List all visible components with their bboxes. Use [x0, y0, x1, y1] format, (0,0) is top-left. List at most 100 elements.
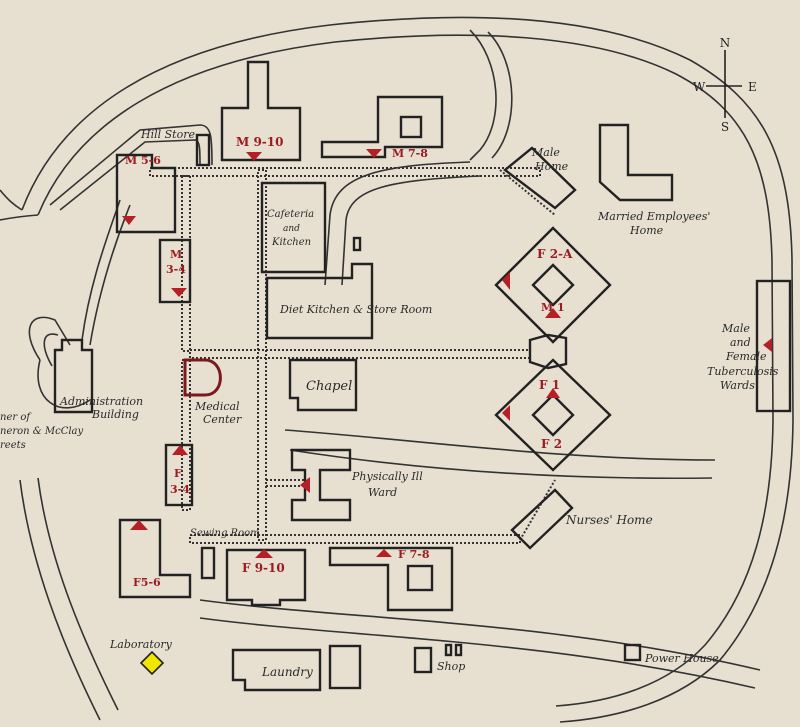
compass-rose: N S E W — [693, 36, 757, 134]
ward-label-m34-line1: M — [170, 248, 182, 261]
marker-f34 — [172, 445, 188, 455]
label-medical-2: Center — [203, 413, 242, 426]
label-tb-2: and — [730, 336, 751, 349]
power-house-building — [623, 643, 642, 662]
ward-label-f1: F 1 — [539, 378, 560, 392]
ward-label-f910: F 9-10 — [242, 561, 285, 575]
ward-f78-building — [328, 546, 454, 612]
marker-physically-ill — [300, 477, 310, 493]
ward-f910-building — [225, 548, 307, 607]
label-nurses-home: Nurses' Home — [565, 513, 653, 527]
ward-f1-building — [494, 358, 612, 472]
ward-label-m34-line2: 3-4 — [166, 263, 186, 276]
label-cafeteria-3: Kitchen — [271, 237, 311, 248]
label-shop: Shop — [437, 660, 465, 673]
shop-outbuilding-2 — [454, 643, 463, 657]
ward-m910-building — [220, 60, 302, 162]
shop-building — [413, 646, 433, 674]
marker-f56 — [130, 520, 148, 530]
label-phys-2: Ward — [368, 486, 397, 499]
ward-f34-building — [164, 443, 194, 507]
label-medical-1: Medical — [194, 400, 240, 413]
marker-m910 — [246, 152, 262, 161]
chapel-building — [288, 358, 358, 412]
marker-f1 — [546, 388, 560, 398]
interior-roads — [49, 29, 761, 689]
ward-m78-courtyard — [399, 115, 423, 139]
ward-label-f34-line1: F — [174, 467, 182, 480]
ward-label-f2: F 2 — [541, 437, 562, 451]
label-hill-store: Hill Store — [140, 128, 195, 141]
compass-s: S — [721, 120, 729, 134]
ward-m34-building — [158, 238, 192, 304]
ward-label-m56: M 5-6 — [125, 154, 161, 167]
label-corner-1: ner of — [0, 412, 32, 423]
label-corner-3: reets — [0, 440, 26, 451]
ward-f1-courtyard — [531, 393, 575, 437]
label-corner-2: neron & McClay — [0, 426, 84, 437]
label-laundry: Laundry — [261, 665, 313, 679]
ward-label-m910: M 9-10 — [236, 135, 284, 149]
marker-m78 — [366, 149, 382, 158]
ward-f2a-courtyard — [531, 263, 575, 307]
label-power-house: Power House — [644, 652, 719, 665]
ward-label-f2a: F 2-A — [537, 247, 573, 261]
marker-f910 — [255, 549, 273, 558]
label-male-home-1: Male — [531, 146, 560, 159]
marker-f78 — [376, 549, 392, 557]
physically-ill-ward-building — [290, 448, 352, 522]
label-sewing-room: Sewing Room — [190, 528, 260, 539]
tuberculosis-wards-building — [755, 279, 792, 413]
label-tb-5: Wards — [720, 379, 755, 392]
married-employees-home-building — [598, 123, 674, 202]
label-tb-3: Female — [725, 350, 767, 363]
compass-w: W — [693, 80, 706, 94]
nurses-home-building — [510, 488, 574, 550]
laundry-building — [231, 648, 322, 692]
storage-building — [328, 644, 362, 690]
male-home-building — [503, 146, 577, 210]
ward-m56-building — [115, 153, 177, 234]
marker-f2a — [502, 272, 510, 290]
label-cafeteria-2: and — [283, 224, 300, 234]
ward-f56-building — [118, 518, 192, 599]
facility-labels: Hill Store Cafeteria and Kitchen Diet Ki… — [0, 128, 779, 679]
label-tb-1: Male — [721, 322, 750, 335]
medical-center-building — [183, 358, 222, 397]
ward-label-f78: F 7-8 — [398, 548, 430, 561]
label-laboratory: Laboratory — [109, 638, 173, 651]
shop-outbuilding-1 — [444, 643, 453, 657]
label-phys-1: Physically Ill — [351, 470, 423, 483]
label-male-home-2: Home — [534, 160, 569, 173]
label-admin-2: Building — [91, 408, 139, 421]
marker-f2 — [502, 405, 510, 421]
ward-label-f34-line2: 3-4 — [170, 483, 190, 496]
admin-drive — [28, 316, 91, 409]
compass-n: N — [720, 36, 731, 50]
marker-m56 — [122, 216, 136, 225]
perimeter-road — [0, 16, 794, 723]
marker-m1 — [545, 308, 561, 318]
ward-f78-courtyard — [406, 564, 434, 592]
label-chapel: Chapel — [306, 379, 352, 394]
ward-markers — [122, 149, 772, 558]
laboratory-marker — [139, 650, 165, 676]
label-married-2: Home — [629, 224, 664, 237]
ward-label-m78: M 7-8 — [392, 147, 428, 160]
label-diet-kitchen: Diet Kitchen & Store Room — [279, 303, 432, 316]
label-admin-1: Administration — [59, 395, 143, 408]
label-cafeteria-1: Cafeteria — [267, 209, 314, 220]
compass-e: E — [748, 80, 757, 94]
ward-label-m1: M 1 — [541, 301, 565, 314]
label-tb-4: Tuberculosis — [707, 365, 779, 378]
hill-store-building — [195, 133, 211, 167]
cafeteria-building — [260, 181, 327, 274]
small-shed — [352, 236, 362, 252]
buildings — [53, 60, 792, 692]
label-married-1: Married Employees' — [597, 210, 710, 223]
ward-m78-building — [320, 95, 444, 159]
marker-m34 — [171, 288, 187, 297]
diet-kitchen-building — [265, 262, 374, 340]
